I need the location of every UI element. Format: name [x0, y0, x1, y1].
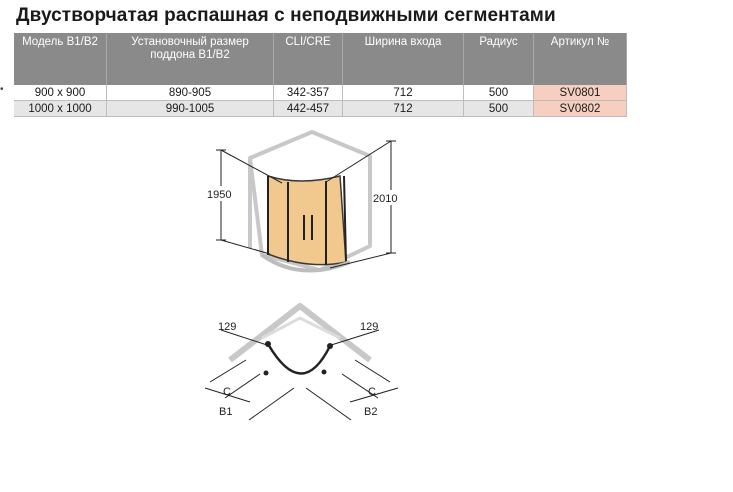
cell-article: SV0801 [533, 85, 627, 101]
cell-tray-size: 890-905 [106, 85, 274, 101]
cell-radius: 500 [463, 85, 534, 101]
cell-cli-cre: 442-457 [273, 100, 343, 117]
cell-entry-width: 712 [342, 85, 464, 101]
table-row: 1000 x 1000 990-1005 442-457 712 500 SV0… [14, 100, 627, 117]
cell-model: 900 x 900 [14, 85, 107, 101]
b2-label: B2 [364, 406, 377, 418]
col-model: Модель В1/В2 [14, 33, 107, 85]
c-left-label: C [223, 386, 231, 398]
col-article: Артикул № [533, 33, 627, 85]
cell-entry-width: 712 [342, 100, 464, 117]
cell-article: SV0802 [533, 100, 627, 117]
glass-panels [267, 174, 347, 266]
b1-label: B1 [219, 406, 232, 418]
c-right-label: C [368, 386, 376, 398]
side-marker: • [0, 84, 4, 95]
col-tray-size: Установочный размер поддона В1/В2 [106, 33, 274, 85]
top-right-dimension: 129 [360, 321, 378, 333]
page-title: Двустворчатая распашная с неподвижными с… [16, 5, 556, 26]
spec-table: Модель В1/В2 Установочный размер поддона… [14, 33, 627, 117]
table-header-row: Модель В1/В2 Установочный размер поддона… [14, 33, 627, 85]
cell-radius: 500 [463, 100, 534, 117]
height-left-label: 1950 [207, 189, 231, 201]
col-radius: Радиус [463, 33, 534, 85]
top-view: 129 129 C C B1 B2 [204, 303, 399, 421]
top-left-dimension: 129 [218, 321, 236, 333]
cell-model: 1000 x 1000 [14, 100, 107, 117]
cell-tray-size: 990-1005 [106, 100, 274, 117]
cell-cli-cre: 342-357 [273, 85, 343, 101]
col-cli-cre: CLI/CRE [273, 33, 343, 85]
col-entry-width: Ширина входа [342, 33, 464, 85]
perspective-view: 1950 2010 [206, 130, 412, 273]
height-right-label: 2010 [373, 193, 397, 205]
table-row: 900 x 900 890-905 342-357 712 500 SV0801 [14, 85, 627, 101]
